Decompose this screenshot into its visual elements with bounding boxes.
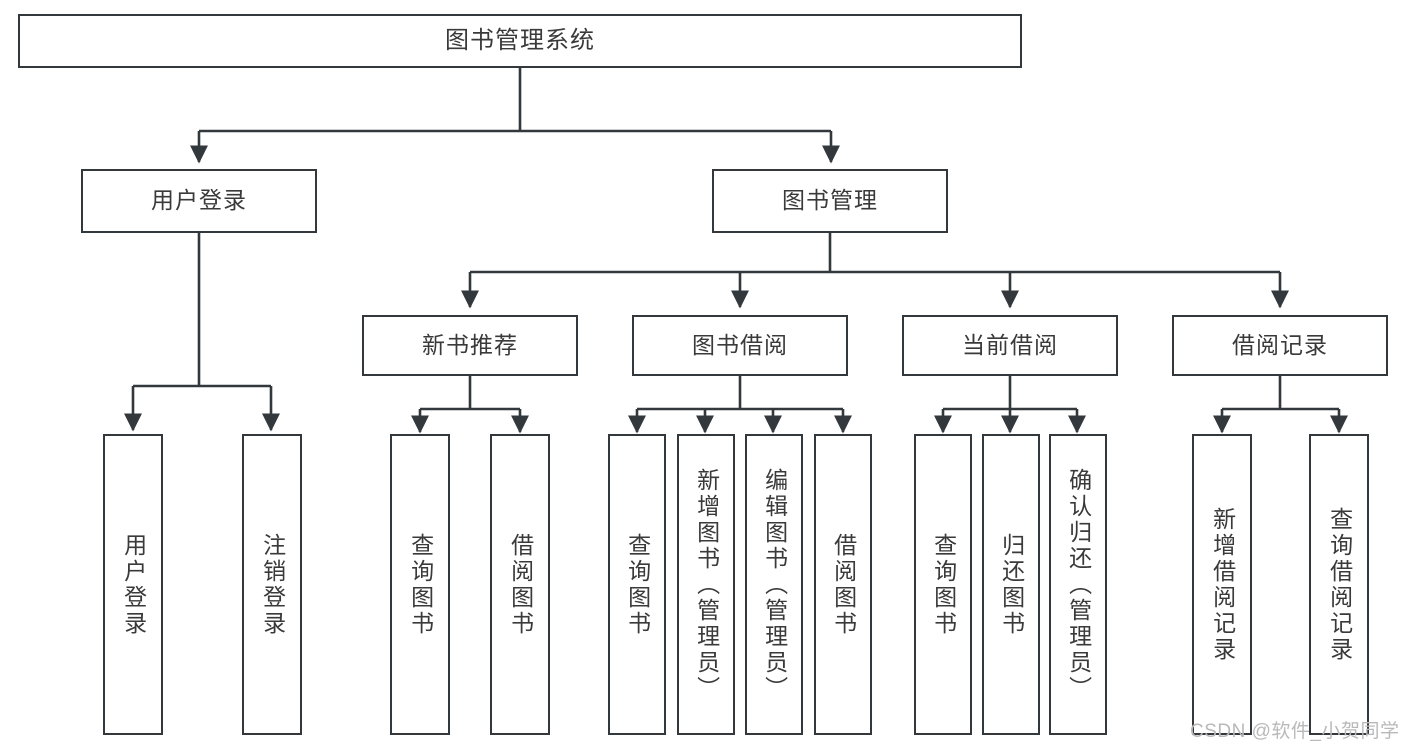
leaf-edit-book-admin[interactable]: 编辑图书（管理员） <box>745 434 803 735</box>
node-label: 新增借阅记录 <box>1209 506 1236 663</box>
node-label: 当前借阅 <box>962 331 1058 358</box>
leaf-return-book[interactable]: 归还图书 <box>982 434 1040 735</box>
node-label: 借阅图书 <box>507 532 534 637</box>
node-label: 查询图书 <box>930 532 957 637</box>
node-label: 查询图书 <box>624 532 651 637</box>
node-label: 编辑图书（管理员） <box>761 467 788 702</box>
node-label: 用户登录 <box>120 532 147 637</box>
node-label: 查询图书 <box>407 532 434 637</box>
node-borrow-records[interactable]: 借阅记录 <box>1172 315 1388 376</box>
node-new-book-recommend[interactable]: 新书推荐 <box>362 315 578 376</box>
leaf-logout[interactable]: 注销登录 <box>242 434 302 735</box>
node-label: 图书管理系统 <box>445 26 595 54</box>
leaf-borrow-book-recommend[interactable]: 借阅图书 <box>490 434 550 735</box>
leaf-user-login[interactable]: 用户登录 <box>103 434 163 735</box>
leaf-query-book-recommend[interactable]: 查询图书 <box>390 434 450 735</box>
leaf-add-book-admin[interactable]: 新增图书（管理员） <box>677 434 735 735</box>
node-book-management[interactable]: 图书管理 <box>712 169 948 233</box>
node-book-borrow[interactable]: 图书借阅 <box>632 315 848 376</box>
node-label: 查询借阅记录 <box>1326 506 1353 663</box>
leaf-borrow-book[interactable]: 借阅图书 <box>814 434 872 735</box>
leaf-query-book-borrow[interactable]: 查询图书 <box>608 434 666 735</box>
watermark: CSDN @软件_小贺同学 <box>1190 721 1400 742</box>
node-label: 注销登录 <box>259 532 286 637</box>
node-label: 借阅图书 <box>830 532 857 637</box>
node-root-system[interactable]: 图书管理系统 <box>18 14 1022 68</box>
node-current-borrow[interactable]: 当前借阅 <box>902 315 1118 376</box>
leaf-add-borrow-record[interactable]: 新增借阅记录 <box>1192 434 1252 735</box>
node-label: 新书推荐 <box>422 331 518 358</box>
node-label: 确认归还（管理员） <box>1065 467 1092 702</box>
node-label: 借阅记录 <box>1232 331 1328 358</box>
node-user-login[interactable]: 用户登录 <box>81 169 317 233</box>
leaf-confirm-return-admin[interactable]: 确认归还（管理员） <box>1049 434 1107 735</box>
node-label: 新增图书（管理员） <box>693 467 720 702</box>
node-label: 归还图书 <box>998 532 1025 637</box>
node-label: 图书管理 <box>782 187 878 214</box>
leaf-query-book-current[interactable]: 查询图书 <box>914 434 972 735</box>
leaf-query-borrow-record[interactable]: 查询借阅记录 <box>1309 434 1369 735</box>
node-label: 用户登录 <box>151 187 247 214</box>
node-label: 图书借阅 <box>692 331 788 358</box>
